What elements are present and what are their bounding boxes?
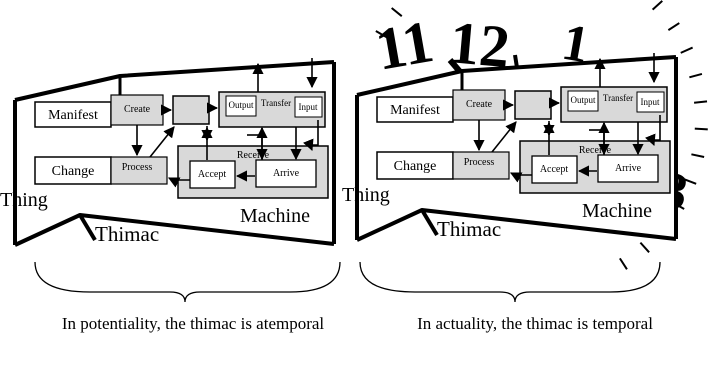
clock-tick xyxy=(375,30,388,39)
panel-0-process-label: Process xyxy=(122,162,153,173)
panel-0-change-box xyxy=(34,156,112,185)
panel-0-receive-label: Receive xyxy=(237,150,270,161)
panel-0-manifest-label: Manifest xyxy=(48,108,98,123)
panel-1-process-box xyxy=(452,151,510,180)
clock-tick xyxy=(651,0,663,11)
panel-0-thing-label: Thing xyxy=(0,189,48,211)
panel-1-thing-label: Thing xyxy=(342,184,390,206)
panel-1-change-label: Change xyxy=(394,159,437,174)
caption-potentiality: In potentiality, the thimac is atemporal xyxy=(61,314,325,333)
panel-0-intermediate-box xyxy=(172,95,210,125)
panel-0-transfer-label: Transfer xyxy=(261,98,291,108)
panel-1-arrive-label: Arrive xyxy=(615,163,642,174)
panel-1-output-box xyxy=(567,90,599,112)
brace-right xyxy=(359,261,661,303)
clock-tick xyxy=(683,178,697,185)
panel-1-intermediate-box xyxy=(514,90,552,120)
panel-0-arrive-label: Arrive xyxy=(273,168,300,179)
panel-0-thimac-label: Thimac xyxy=(95,222,159,246)
clock-tick xyxy=(667,22,680,31)
panel-1-receive-label: Receive xyxy=(579,145,612,156)
panel-1-process-label: Process xyxy=(464,157,495,168)
panel-1-input-box xyxy=(636,91,665,113)
clock-tick xyxy=(693,100,708,104)
panel-1-machine-label: Machine xyxy=(582,200,652,222)
clock-tick xyxy=(391,7,403,17)
panel-0-arrive-box xyxy=(255,159,317,188)
panel-0-arrow-process-intermediate xyxy=(149,126,175,158)
clock-numeral: 11 xyxy=(371,8,438,83)
clock-tick xyxy=(619,257,628,270)
panel-0-box-inner-edge xyxy=(78,213,97,242)
panel-1-arrow-process-intermediate xyxy=(491,121,517,153)
panel-0-create-label: Create xyxy=(124,104,151,115)
panel-1-create-box xyxy=(452,89,506,121)
panel-0-input-box xyxy=(294,96,323,118)
panel-1-create-label: Create xyxy=(466,99,493,110)
panel-0-output-box xyxy=(225,95,257,117)
panel-0-machine-label: Machine xyxy=(240,205,310,227)
clock-tick xyxy=(689,72,703,79)
panel-1-accept-label: Accept xyxy=(540,164,569,175)
panel-0-arrow-input-receive-tip xyxy=(303,138,314,152)
clock-tick xyxy=(691,153,705,158)
panel-1-change-box xyxy=(376,151,454,180)
panel-0-accept-label: Accept xyxy=(198,169,227,180)
panel-1-transfer-label: Transfer xyxy=(603,93,633,103)
panel-1-output-label: Output xyxy=(570,95,596,105)
panel-1-arrow-accept-process xyxy=(509,172,532,183)
panel-0-change-label: Change xyxy=(52,164,95,179)
caption-actuality: In actuality, the thimac is temporal xyxy=(417,314,653,333)
panel-1-arrive-box xyxy=(597,154,659,183)
panel-1-input-label: Input xyxy=(641,97,660,107)
panel-1-arrow-input-receive-tip xyxy=(645,133,656,147)
panel-0-output-label: Output xyxy=(228,100,254,110)
panel-0-process-box xyxy=(110,156,168,185)
clock-tick xyxy=(680,46,694,54)
brace-left xyxy=(34,261,341,303)
panel-1-box-inner-edge xyxy=(420,208,439,237)
clock-tick xyxy=(639,241,650,253)
panel-0-create-box xyxy=(110,94,164,126)
panel-1-thimac-label: Thimac xyxy=(437,217,501,241)
panel-1-manifest-box xyxy=(376,96,454,123)
clock-tick xyxy=(694,127,708,131)
panel-0-input-label: Input xyxy=(299,102,318,112)
panel-0-arrow-accept-process xyxy=(167,177,190,188)
panel-1-manifest-label: Manifest xyxy=(390,103,440,118)
panel-1-accept-box xyxy=(531,155,578,184)
panel-0-accept-box xyxy=(189,160,236,189)
